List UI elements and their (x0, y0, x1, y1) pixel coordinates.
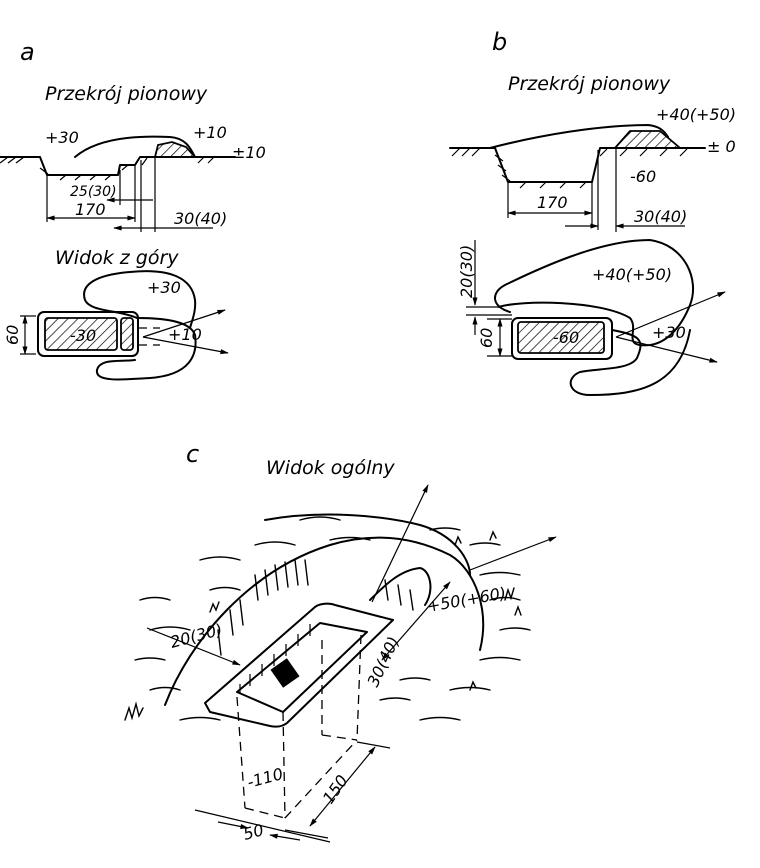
panel-a-top-view: -30 +30 +10 60 (3, 270, 229, 381)
panel-c-length-label: 150 (319, 771, 352, 807)
panel-a-letter: a (20, 38, 35, 66)
panel-b: b Przekrój pionowy +40(+50) ± 0 -60 170 … (449, 28, 736, 396)
panel-b-sector-label: +30 (652, 323, 686, 342)
panel-a-top-parapet-label: +30 (147, 278, 181, 297)
panel-a-sector-label: +10 (168, 325, 202, 344)
panel-b-section: +40(+50) ± 0 -60 170 30(40) (449, 105, 736, 232)
panel-c-mound-label: +50(+60) (425, 583, 507, 616)
panel-a-width-label: 170 (75, 200, 106, 219)
panel-c-depth-label: -110 (245, 764, 285, 792)
panel-a-mound-label: +10 (193, 123, 227, 142)
panel-c: c Widok ogólny (124, 440, 557, 844)
panel-b-ground-label: ± 0 (707, 137, 736, 156)
panel-a-parapet-label: +30 (45, 128, 79, 147)
panel-c-width-label: 50 (241, 820, 266, 844)
panel-c-title: Widok ogólny (266, 457, 395, 479)
panel-b-width-60-label: 60 (477, 328, 496, 348)
panel-a-pit-label: -30 (70, 326, 96, 345)
panel-a-ground-label: ±10 (232, 143, 266, 162)
panel-a-top-title: Widok z góry (55, 247, 179, 269)
panel-a-offset-label: 30(40) (174, 209, 227, 228)
panel-c-pit: 20(30) 30(40) +50(+60) -110 150 50 (146, 484, 557, 844)
panel-b-depth-label: -60 (630, 167, 656, 186)
panel-c-letter: c (186, 440, 199, 468)
panel-b-pit-label: -60 (553, 328, 579, 347)
panel-a-section: +30 +10 ±10 25(30) 170 30(40) (0, 123, 266, 232)
panel-a: a Przekrój pionowy +30 +10 ±10 25(30) 17… (0, 38, 266, 381)
panel-a-section-title: Przekrój pionowy (45, 83, 208, 105)
panel-b-gap-label: 20(30) (457, 245, 476, 298)
panel-c-terrain (124, 513, 531, 721)
panel-b-offset-label: 30(40) (634, 207, 687, 226)
panel-b-top-parapet-label: +40(+50) (592, 265, 672, 284)
panel-b-section-title: Przekrój pionowy (508, 73, 671, 95)
panel-b-top-view: 20(30) 60 +40(+50) -60 +30 (457, 239, 726, 396)
panel-b-width-label: 170 (537, 193, 568, 212)
panel-b-mound-label: +40(+50) (656, 105, 736, 124)
panel-b-letter: b (492, 28, 507, 56)
panel-a-width-60-label: 60 (3, 325, 22, 345)
panel-a-step-label: 25(30) (70, 184, 117, 200)
